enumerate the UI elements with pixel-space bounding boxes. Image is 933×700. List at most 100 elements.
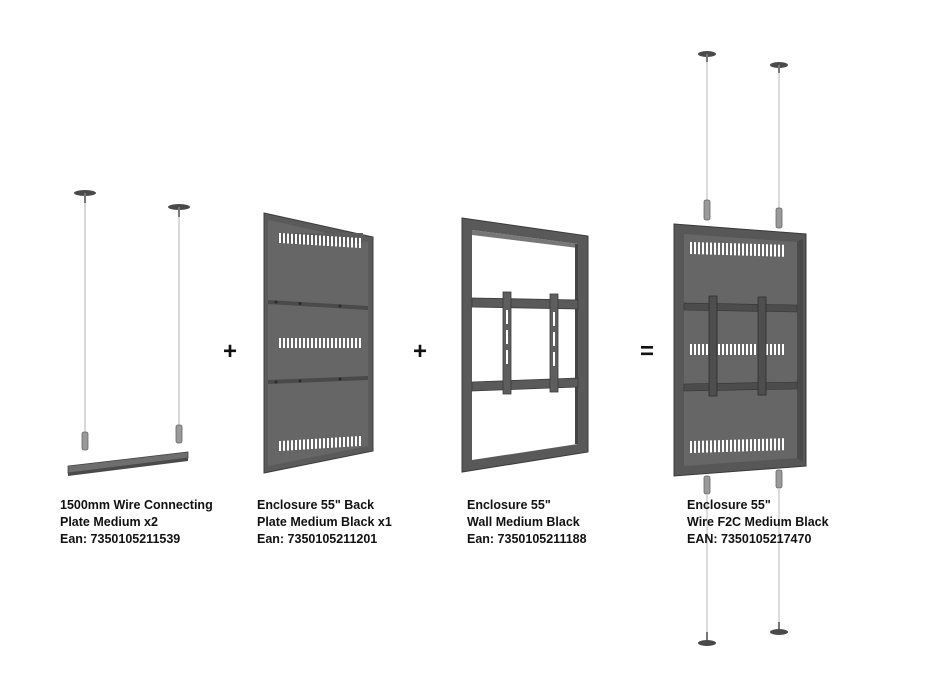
plus-operator-1: + (223, 338, 238, 365)
vent-slot (774, 438, 776, 451)
vent-slot (347, 436, 349, 447)
vent-slot (279, 441, 281, 451)
vent-slot (778, 244, 780, 257)
vent-slot (702, 344, 704, 355)
vent-slot (355, 237, 357, 248)
vent-slot (347, 338, 349, 348)
vent-slot (726, 243, 728, 256)
back-plate-illustration (263, 212, 374, 474)
product-ean: Ean: 7350105211201 (257, 532, 378, 546)
vent-slot (279, 338, 281, 348)
product-name-line1: Enclosure 55" (467, 498, 551, 512)
vent-slot (770, 438, 772, 451)
vent-slot (319, 338, 321, 348)
vent-slot (307, 439, 309, 450)
vent-slot (746, 344, 748, 355)
vent-slot (295, 440, 297, 450)
vent-slot (742, 439, 744, 452)
vent-slot (323, 235, 325, 246)
vent-slot (303, 439, 305, 450)
vent-slot (283, 338, 285, 348)
vent-slot (782, 244, 784, 257)
vent-slot (702, 242, 704, 255)
vent-slot (754, 344, 756, 355)
vent-slot (295, 234, 297, 244)
vent-slot (722, 242, 724, 255)
vent-slot (706, 242, 708, 255)
vent-slot (343, 338, 345, 348)
vent-slot (355, 436, 357, 447)
wire-f2c-assembly-illustration (673, 51, 807, 646)
vent-slot (698, 344, 700, 355)
product-name-line2: Plate Medium Black x1 (257, 515, 392, 529)
vent-slot (347, 237, 349, 248)
vent-slot (351, 436, 353, 447)
vent-slot (718, 242, 720, 255)
vent-slot (762, 244, 764, 257)
vent-slot (730, 439, 732, 452)
vent-slot (351, 237, 353, 248)
vent-slot (734, 344, 736, 355)
vent-slot (746, 243, 748, 256)
vent-slot (327, 338, 329, 348)
vent-slot (327, 236, 329, 246)
vent-slot (335, 338, 337, 348)
equals-operator: = (640, 338, 655, 365)
vent-slot (734, 243, 736, 256)
vent-slot (742, 344, 744, 355)
vent-slot (710, 440, 712, 453)
product-ean: Ean: 7350105211188 (467, 532, 587, 546)
vent-slot (702, 440, 704, 453)
vent-slot (738, 439, 740, 452)
vent-slot (766, 244, 768, 257)
vent-slot (303, 234, 305, 245)
product-name-line1: 1500mm Wire Connecting (60, 498, 213, 512)
vent-slot (706, 344, 708, 355)
vent-slot (706, 440, 708, 453)
vent-slot (339, 338, 341, 348)
vent-slot (754, 439, 756, 452)
vent-slot (319, 438, 321, 449)
vent-slot (758, 438, 760, 451)
vent-slot (331, 338, 333, 348)
vent-slot (782, 438, 784, 451)
vent-slot (323, 438, 325, 449)
vent-slot (359, 238, 361, 248)
vent-slot (331, 437, 333, 448)
vent-slot (750, 243, 752, 256)
vent-slot (774, 344, 776, 355)
vent-slot (770, 344, 772, 355)
vent-slot (315, 235, 317, 246)
vent-slot (287, 440, 289, 451)
vent-slot (283, 233, 285, 244)
vent-slot (726, 439, 728, 452)
vent-slot (746, 439, 748, 452)
wire-connecting-plate-illustration (67, 190, 190, 476)
vent-slot (331, 236, 333, 247)
vent-slot (295, 338, 297, 348)
vent-slot (778, 344, 780, 355)
vent-slot (762, 438, 764, 451)
vent-slot (714, 242, 716, 255)
product-ean: EAN: 7350105217470 (687, 532, 812, 546)
vent-slot (782, 344, 784, 355)
vent-slot (287, 338, 289, 348)
product-caption-wire-f2c: Enclosure 55" Wire F2C Medium Black EAN:… (687, 497, 829, 548)
product-name-line1: Enclosure 55" (687, 498, 771, 512)
product-caption-back-plate: Enclosure 55" Back Plate Medium Black x1… (257, 497, 392, 548)
vent-slot (351, 338, 353, 348)
vent-slot (335, 236, 337, 247)
vent-slot (766, 344, 768, 355)
vent-slot (343, 237, 345, 247)
vent-slot (291, 233, 293, 244)
vent-slot (730, 344, 732, 355)
vent-slot (742, 243, 744, 256)
product-name-line2: Wall Medium Black (467, 515, 580, 529)
vent-slot (754, 243, 756, 256)
vent-slot (343, 437, 345, 447)
vent-slot (710, 242, 712, 255)
vent-slot (690, 344, 692, 355)
plus-operator-2: + (413, 338, 428, 365)
vent-slot (291, 338, 293, 348)
